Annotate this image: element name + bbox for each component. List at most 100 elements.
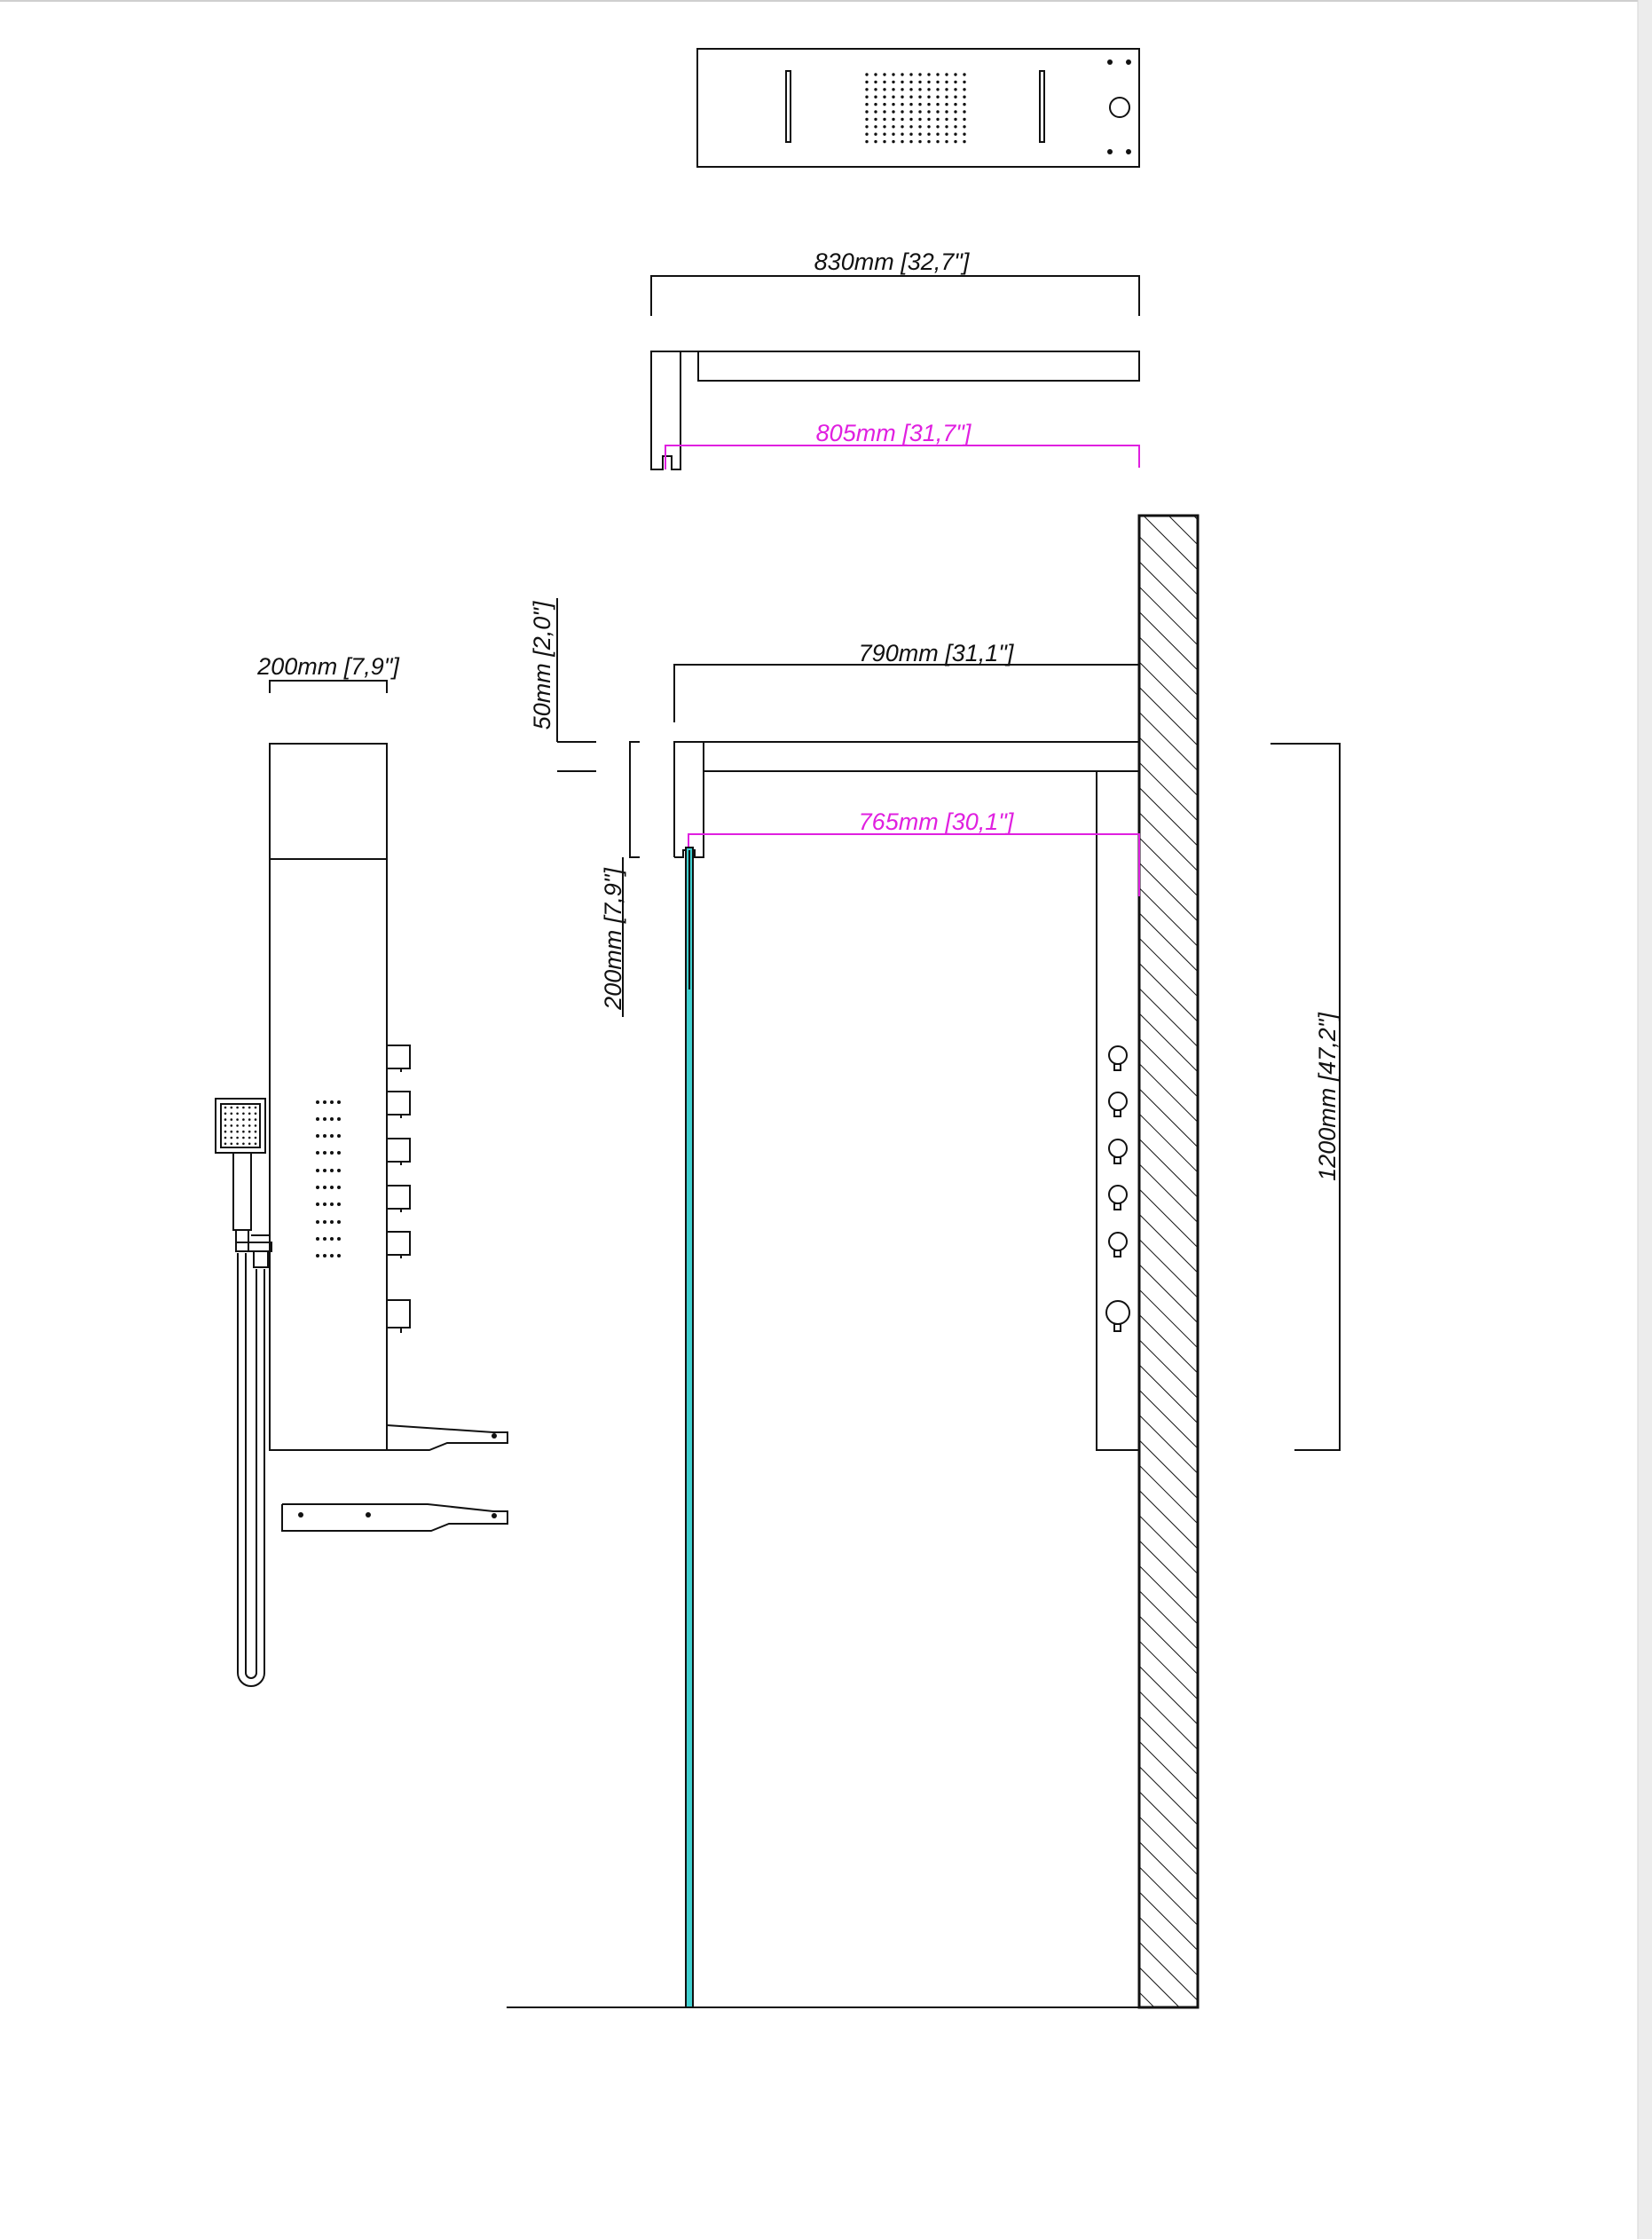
nozzle-dot [323,1117,326,1121]
nozzle-dot [316,1169,319,1172]
nozzle-dot [909,110,913,114]
nozzle-dot [316,1151,319,1155]
nozzle-dot [927,102,931,106]
nozzle-dot [927,132,931,136]
nozzle-dot [242,1136,245,1139]
nozzle-dot [337,1134,341,1138]
side-arm-inner-dimension: 765mm [30,1"] [688,808,1140,896]
nozzle-dot [330,1237,334,1241]
nozzle-dot [883,125,886,129]
nozzle-dot [242,1118,245,1121]
nozzle-dot [874,88,877,91]
nozzle-dot [892,110,895,114]
nozzle-dot [954,139,957,144]
nozzle-dot [918,125,922,129]
nozzle-dot [337,1151,341,1155]
nozzle-dot [865,132,869,136]
nozzle-dot [909,132,913,136]
tub-spout [386,1424,508,1451]
nozzle-dot [909,139,913,144]
shower-panel-front [269,743,508,1451]
nozzle-dot [963,88,966,91]
top-arm-length-label: 830mm [32,7"] [814,248,971,275]
nozzle-dot [230,1124,233,1127]
nozzle-dot [242,1112,245,1116]
nozzle-dot [945,73,948,76]
nozzle-dot [892,88,895,91]
nozzle-dot [945,110,948,114]
nozzle-dot [330,1134,334,1138]
nozzle-dot [242,1106,245,1109]
nozzle-dot [909,117,913,122]
nozzle-dot [883,139,886,144]
nozzle-dot [236,1130,239,1133]
nozzle-dot [901,102,904,106]
nozzle-dot [909,88,913,91]
nozzle-dot [945,102,948,106]
nozzle-dot [254,1130,257,1133]
nozzle-dot [236,1112,239,1116]
nozzle-dot [865,102,869,106]
nozzle-dot [254,1118,257,1121]
nozzle-dot [330,1254,334,1257]
side-knobs [387,1045,411,1333]
nozzle-dot [316,1237,319,1241]
nozzle-dot [936,95,940,99]
nozzle-dot [954,117,957,122]
nozzle-dot [236,1118,239,1121]
nozzle-dot [316,1100,319,1104]
nozzle-dot [883,102,886,106]
nozzle-dot [892,132,895,136]
nozzle-dot [323,1237,326,1241]
nozzle-dot [954,125,957,129]
nozzle-dot [337,1100,341,1104]
nozzle-dot [963,73,966,76]
arm-thickness-label: 50mm [2,0"] [529,600,555,729]
nozzle-dot [874,80,877,84]
nozzle-dot [337,1186,341,1189]
nozzle-dot [874,132,877,136]
nozzle-dot [330,1186,334,1189]
nozzle-dot [927,73,931,76]
nozzle-dot [330,1100,334,1104]
nozzle-dot [909,80,913,84]
nozzle-dot [883,95,886,99]
nozzle-dot [901,110,904,114]
nozzle-dot [945,139,948,144]
nozzle-dot [242,1124,245,1127]
nozzle-dot [909,102,913,106]
nozzle-dot [330,1202,334,1206]
nozzle-dot [909,125,913,129]
panel-width-dimension: 200mm [7,9"] [256,653,400,693]
nozzle-dot [230,1118,233,1121]
tub-spout-side [281,1503,508,1532]
nozzle-dot [865,125,869,129]
nozzle-dot [945,80,948,84]
nozzle-dot [224,1136,227,1139]
nozzle-dot [883,132,886,136]
panel-height-dimension: 1200mm [47,2"] [1270,743,1341,1451]
nozzle-dot [901,88,904,91]
nozzle-dot [892,73,895,76]
nozzle-dot [883,88,886,91]
nozzle-dot [945,95,948,99]
scrollbar[interactable] [1638,0,1652,2239]
nozzle-dot [883,117,886,122]
nozzle-dot [963,110,966,114]
nozzle-dot [330,1117,334,1121]
nozzle-dot [230,1142,233,1146]
nozzle-dot [892,80,895,84]
nozzle-dot [936,73,940,76]
top-arm-dimension: 830mm [32,7"] [650,248,1140,316]
nozzle-dot [323,1151,326,1155]
nozzle-dot [892,139,895,144]
nozzle-dot [883,80,886,84]
nozzle-dot [337,1202,341,1206]
nozzle-dot [316,1186,319,1189]
glass-panel-icon [685,847,694,2008]
nozzle-dot [954,110,957,114]
nozzle-dot [224,1118,227,1121]
nozzle-dot [323,1202,326,1206]
nozzle-dot [936,102,940,106]
nozzle-dot [337,1254,341,1257]
